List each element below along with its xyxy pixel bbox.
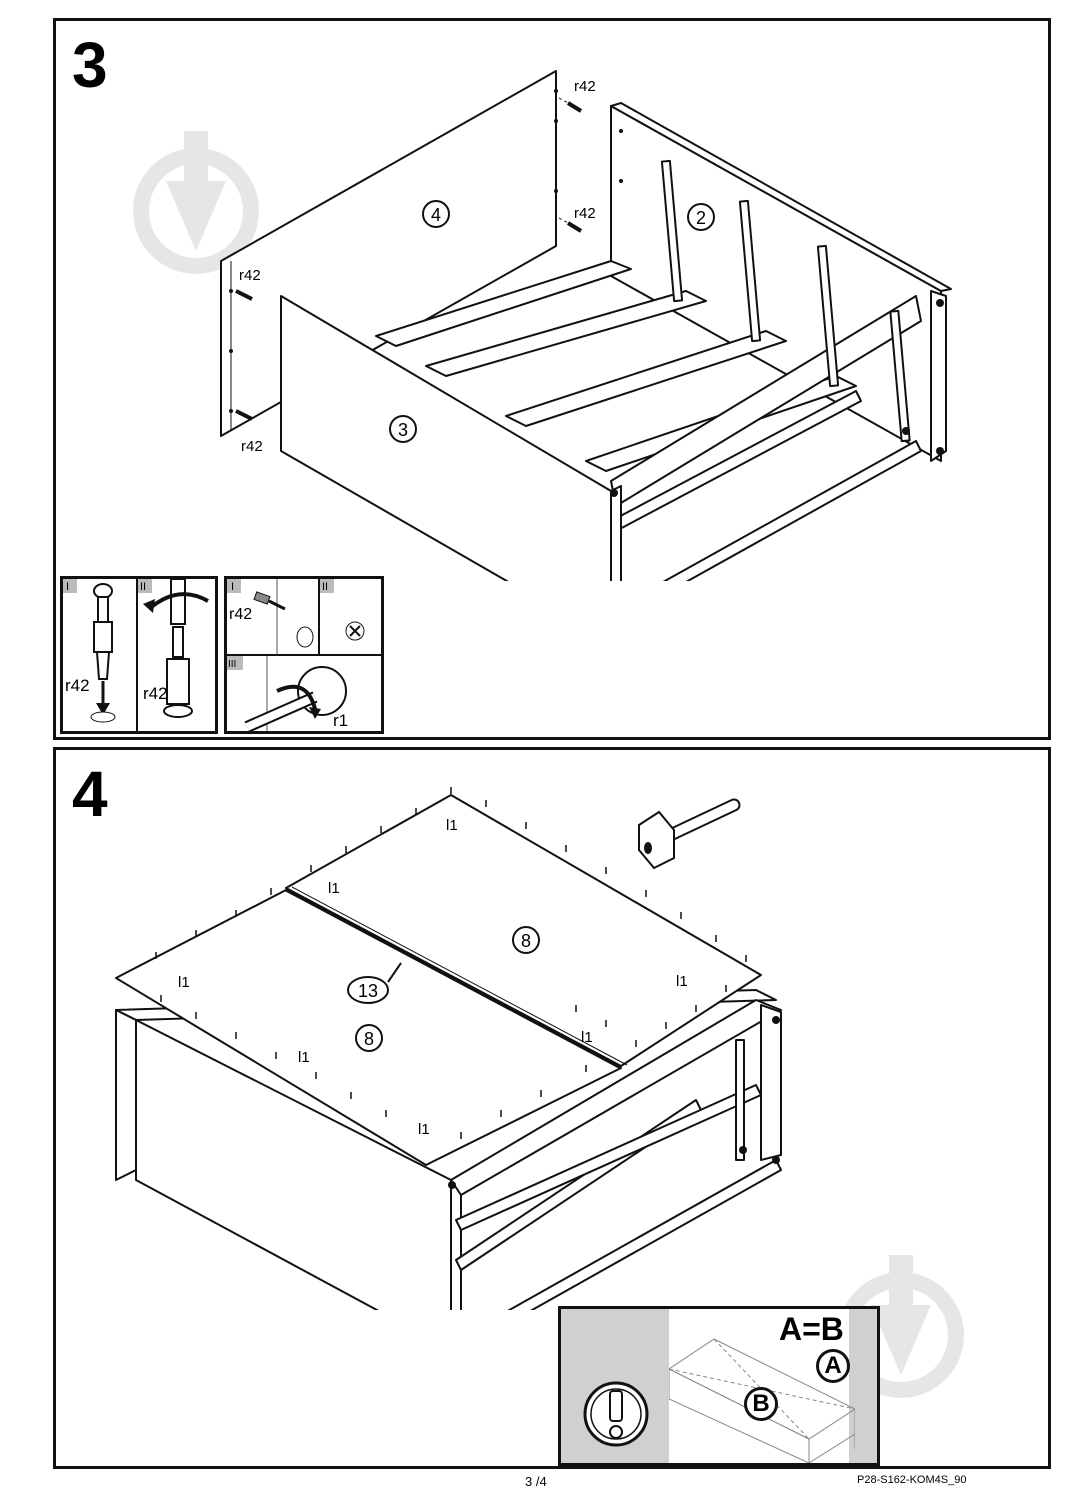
page-number: 3 /4 bbox=[525, 1474, 547, 1489]
warning-icon bbox=[583, 1381, 649, 1447]
fitting-label: r42 bbox=[574, 78, 596, 95]
stage-label: II bbox=[322, 581, 328, 593]
fitting-label: r1 bbox=[333, 711, 348, 730]
diagonal-check-inset: A=B A B bbox=[558, 1306, 880, 1466]
nail-label: l1 bbox=[581, 1029, 593, 1046]
side-shade bbox=[849, 1309, 877, 1463]
fitting-label: r42 bbox=[229, 606, 252, 623]
diagonal-label-a-text: A bbox=[824, 1352, 842, 1379]
part-label-8-text: 8 bbox=[364, 1029, 374, 1049]
watermark-pencil-icon bbox=[133, 131, 259, 274]
detail-cam-lock: I II III r42 r1 bbox=[224, 576, 384, 734]
detail-cam-screw: I II r42 r42 bbox=[60, 576, 218, 734]
part-label-4: 4 bbox=[422, 200, 450, 228]
nail-label: l1 bbox=[178, 974, 190, 991]
diagonal-equation: A=B bbox=[779, 1311, 844, 1347]
rotate-arrow-icon bbox=[276, 684, 317, 710]
step-3-drawing bbox=[220, 70, 952, 581]
screw-head-icon bbox=[345, 621, 365, 641]
stage-label: I bbox=[231, 581, 234, 593]
part-label-2-text: 2 bbox=[696, 208, 706, 228]
part-label-8: 8 bbox=[512, 926, 540, 954]
fitting-label: r42 bbox=[241, 438, 263, 455]
fitting-label: r42 bbox=[143, 684, 168, 703]
part-label-3-text: 3 bbox=[398, 420, 408, 440]
cam-screw-diagram: I II r42 r42 bbox=[63, 578, 209, 731]
stage-label: I bbox=[66, 581, 69, 593]
step-3-panel: 3 bbox=[53, 18, 1051, 740]
part-label-8-text: 8 bbox=[521, 931, 531, 951]
nail-label: l1 bbox=[298, 1049, 310, 1066]
part-label-13: 13 bbox=[347, 962, 402, 1004]
step-3-labels: 4 2 3 r42 r42 r42 r42 bbox=[239, 78, 715, 455]
fitting-label: r42 bbox=[574, 205, 596, 222]
nail-label: l1 bbox=[328, 880, 340, 897]
step-number: 3 bbox=[72, 29, 108, 101]
part-label-3: 3 bbox=[389, 415, 417, 443]
nail-label: l1 bbox=[418, 1121, 430, 1138]
step-number: 4 bbox=[72, 758, 108, 830]
stage-label: III bbox=[228, 659, 236, 670]
part-label-13-text: 13 bbox=[358, 981, 378, 1001]
diagonal-label-b: B bbox=[744, 1387, 778, 1421]
step-4-labels: 8 8 13 l1 l1 l1 l1 l1 l1 l1 bbox=[178, 817, 688, 1138]
step-4-panel: 4 bbox=[53, 747, 1051, 1469]
part-label-4-text: 4 bbox=[431, 205, 441, 225]
nail-label: l1 bbox=[676, 973, 688, 990]
fitting-label: r42 bbox=[239, 267, 261, 284]
diagonal-label-a: A bbox=[816, 1349, 850, 1383]
fitting-label: r42 bbox=[65, 676, 90, 695]
hammer-icon bbox=[638, 798, 741, 870]
stage-label: II bbox=[140, 581, 146, 593]
diagonal-label-b-text: B bbox=[752, 1390, 770, 1417]
part-label-2: 2 bbox=[687, 203, 715, 231]
part-label-8: 8 bbox=[355, 1024, 383, 1052]
document-code: P28-S162-KOM4S_90 bbox=[857, 1474, 967, 1486]
nail-label: l1 bbox=[446, 817, 458, 834]
cam-lock-diagram: I II III r42 r1 bbox=[227, 579, 381, 733]
